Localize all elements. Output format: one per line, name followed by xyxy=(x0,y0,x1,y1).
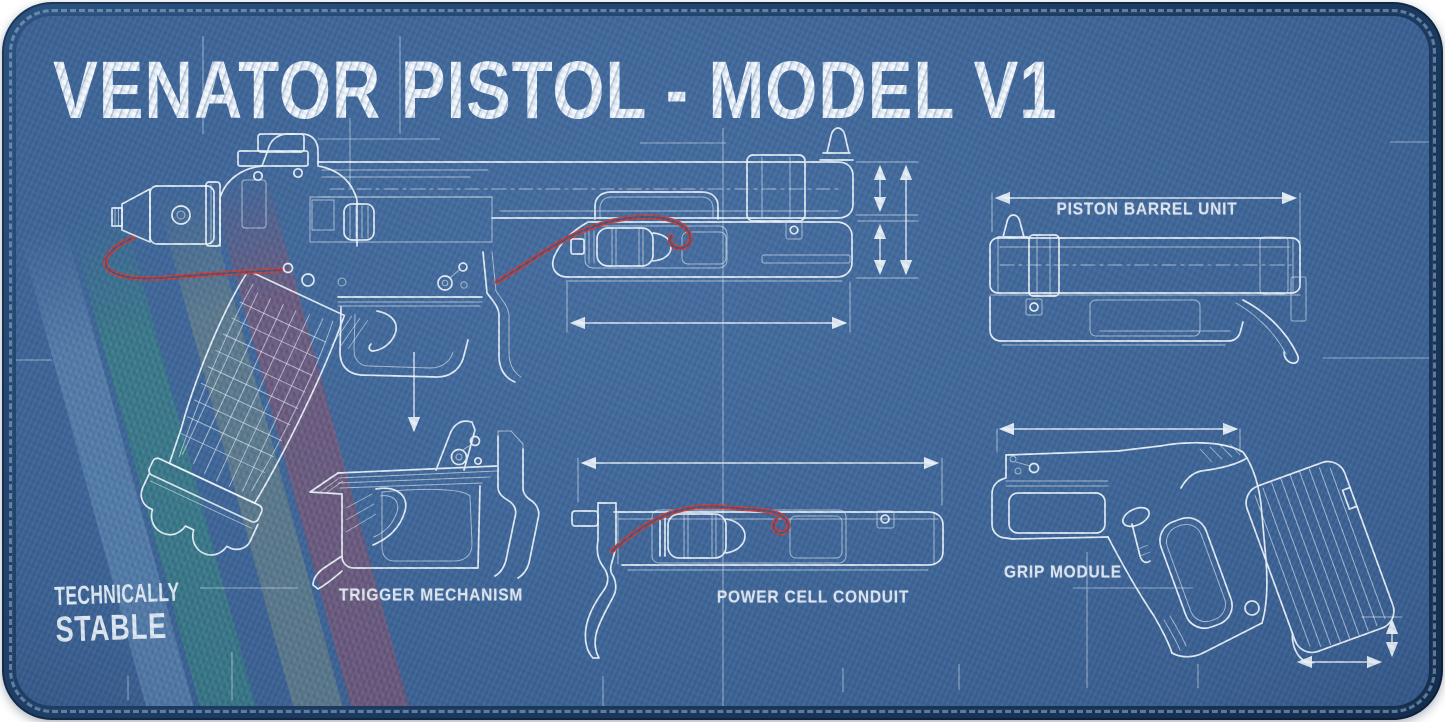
trigger-mechanism-drawing xyxy=(309,420,540,590)
lower-receiver xyxy=(551,221,853,282)
power-conduit-wire-main xyxy=(103,214,693,285)
callout-grip-module: GRIP MODULE xyxy=(1004,562,1122,583)
page-title: VENATOR PISTOL - MODEL V1 xyxy=(53,45,1058,136)
registration-marks xyxy=(16,36,1429,706)
power-cell-conduit-drawing xyxy=(571,456,944,659)
dimension-arrows-main xyxy=(407,161,919,433)
grip-panel xyxy=(1245,460,1395,664)
optic-and-frame-hump xyxy=(219,133,358,247)
barrel-slide xyxy=(309,127,854,243)
mat-stitching xyxy=(9,9,1436,713)
grip-module-drawing xyxy=(991,422,1403,669)
grip-and-magazine xyxy=(140,269,346,556)
piston-barrel-unit-drawing xyxy=(989,191,1307,364)
muzzle-assembly xyxy=(111,181,221,247)
mat-surface: VENATOR PISTOL - MODEL V1 PISTON BARREL … xyxy=(16,16,1429,706)
main-pistol-drawing xyxy=(103,127,919,556)
brand-logo: TECHNICALLY STABLE xyxy=(53,576,181,650)
brand-line-1: TECHNICALLY xyxy=(53,576,181,611)
brand-line-2: STABLE xyxy=(54,606,168,650)
frame-and-trigger-guard xyxy=(301,251,522,383)
blueprint-linework xyxy=(16,36,1429,706)
blueprint-content: VENATOR PISTOL - MODEL V1 PISTON BARREL … xyxy=(16,16,1429,706)
callout-piston-barrel-unit: PISTON BARREL UNIT xyxy=(1056,199,1238,220)
callout-trigger-mechanism: TRIGGER MECHANISM xyxy=(338,585,524,606)
callout-power-cell-conduit: POWER CELL CONDUIT xyxy=(716,587,910,608)
